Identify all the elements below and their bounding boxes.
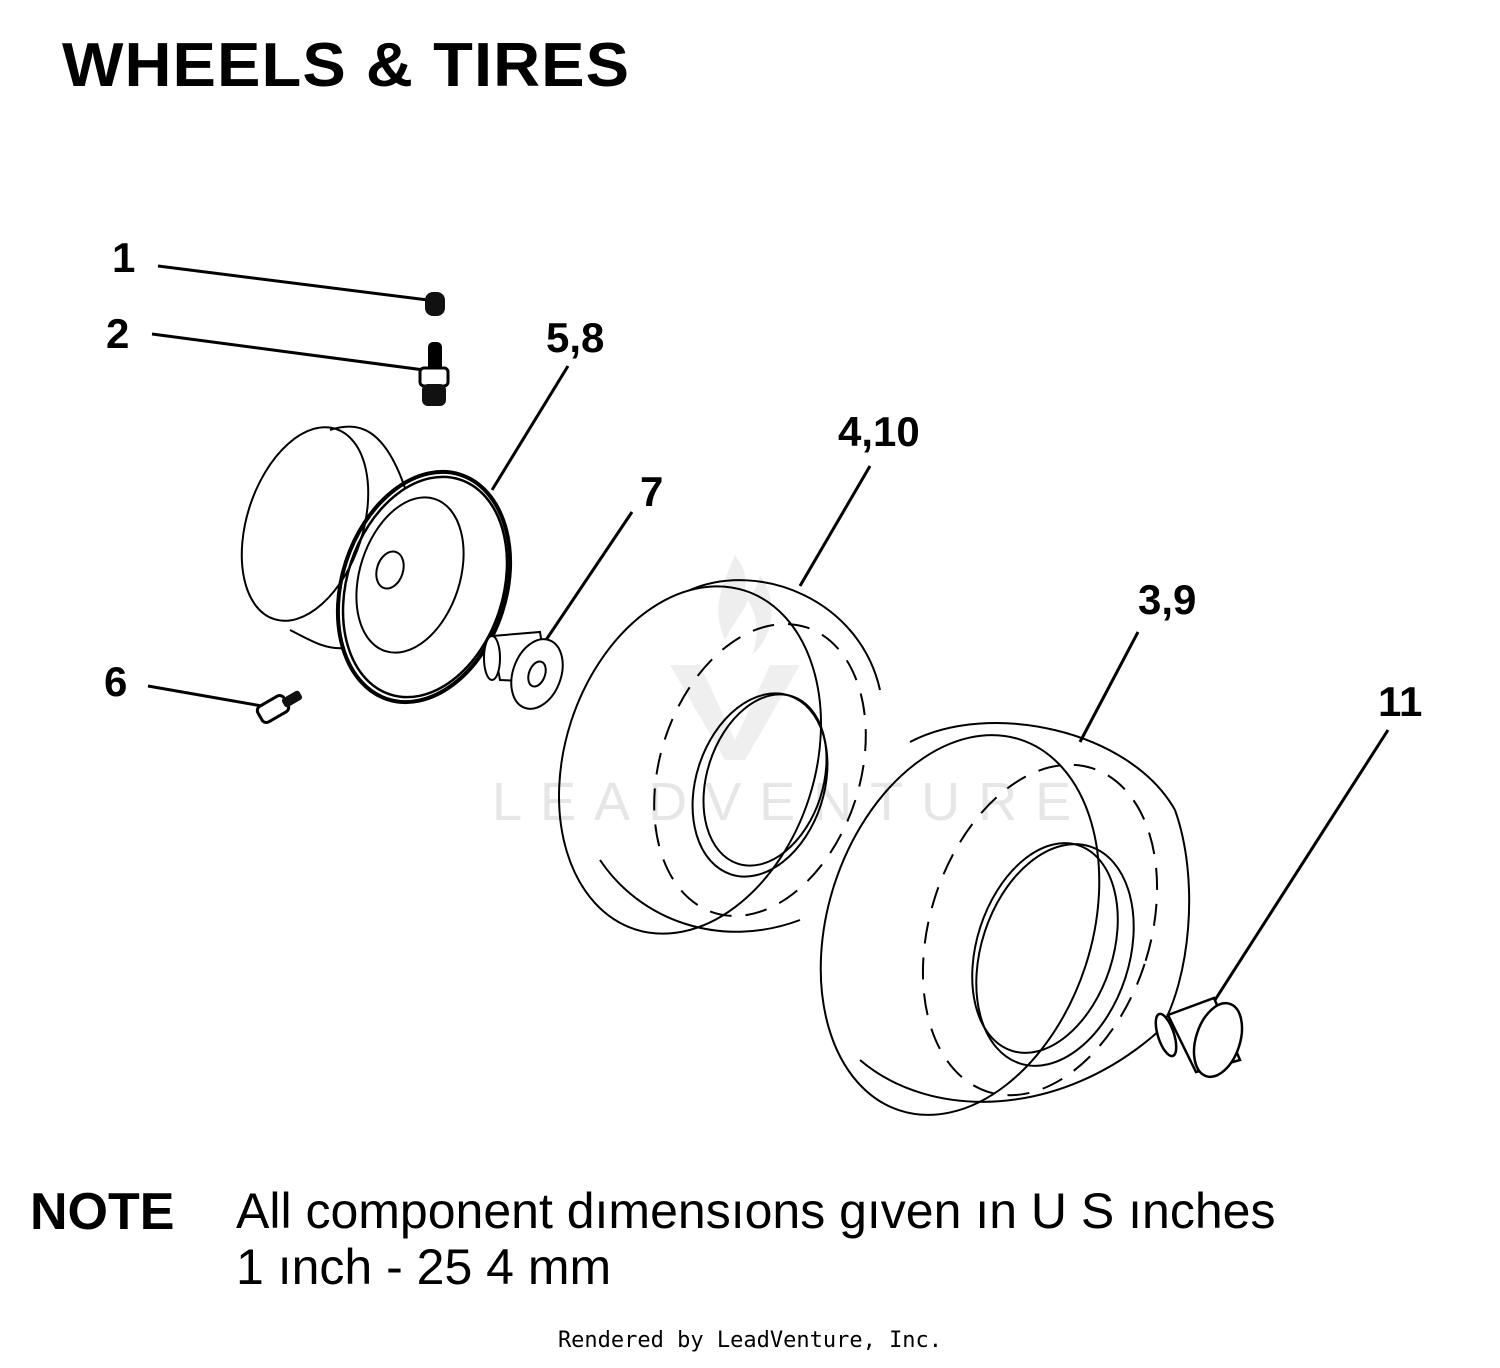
watermark-text: LEADVENTURE xyxy=(492,772,1089,832)
note-label: NOTE xyxy=(30,1183,175,1241)
note-text-line-1: All component dımensıons gıven ın U S ın… xyxy=(236,1183,1276,1239)
leader-line-5-8 xyxy=(490,365,570,491)
callout-2: 2 xyxy=(106,310,129,357)
hub-cap-part xyxy=(1154,996,1244,1079)
tire-front-part xyxy=(558,579,881,935)
bushing-part xyxy=(483,630,564,710)
callout-5-8: 5,8 xyxy=(546,314,604,361)
page-title: WHEELS & TIRES xyxy=(62,31,631,100)
tire-rear-part xyxy=(819,722,1191,1116)
leader-line-3-9 xyxy=(1078,631,1140,743)
callout-1: 1 xyxy=(112,234,135,281)
leader-line-11 xyxy=(1213,729,1390,1001)
note-text-line-2: 1 ınch - 25 4 mm xyxy=(236,1239,612,1295)
wheel-rim-part xyxy=(240,425,513,705)
leader-line-2 xyxy=(151,332,425,372)
rendered-by-footer: Rendered by LeadVenture, Inc. xyxy=(557,1328,943,1353)
callout-11: 11 xyxy=(1378,678,1422,725)
leadventure-watermark: LEADVENTURE xyxy=(492,555,1089,832)
valve-cap-part xyxy=(425,292,445,316)
callout-6: 6 xyxy=(104,658,127,705)
leader-line-6 xyxy=(147,684,263,708)
leader-line-1 xyxy=(157,264,429,302)
leader-line-4-10 xyxy=(798,465,872,587)
leader-line-7 xyxy=(544,511,634,641)
callout-3-9: 3,9 xyxy=(1138,576,1196,623)
bolt-part xyxy=(255,690,303,724)
callout-7: 7 xyxy=(640,468,663,515)
callout-4-10: 4,10 xyxy=(838,408,920,455)
valve-stem-part xyxy=(418,342,450,406)
